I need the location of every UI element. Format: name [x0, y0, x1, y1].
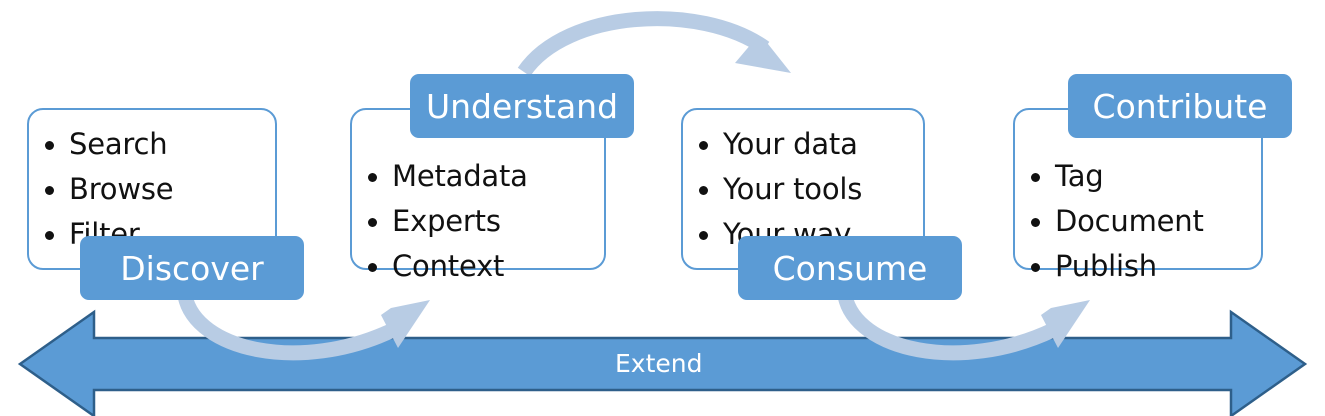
- bullet-icon: [45, 185, 54, 195]
- bullet-icon: [699, 140, 708, 150]
- understand-item-list: Metadata Experts Context: [366, 154, 528, 289]
- stage-tag-consume[interactable]: Consume: [738, 236, 962, 300]
- list-item: Your tools: [697, 167, 862, 212]
- list-item: Search: [43, 122, 173, 167]
- stage-tag-label: Contribute: [1092, 86, 1268, 126]
- bullet-icon: [368, 172, 377, 182]
- list-item-label: Browse: [69, 172, 174, 206]
- list-item-label: Metadata: [392, 159, 528, 193]
- list-item-label: Experts: [392, 204, 501, 238]
- list-item: Document: [1029, 199, 1204, 244]
- list-item-label: Document: [1055, 204, 1204, 238]
- extend-arrow-label: Extend: [615, 349, 703, 378]
- list-item-label: Your tools: [723, 172, 863, 206]
- bullet-icon: [1031, 217, 1040, 227]
- contribute-item-list: Tag Document Publish: [1029, 154, 1204, 289]
- list-item: Metadata: [366, 154, 528, 199]
- list-item: Browse: [43, 167, 174, 212]
- list-item: Experts: [366, 199, 528, 244]
- stage-tag-label: Understand: [425, 86, 619, 126]
- stage-tag-label: Discover: [120, 248, 264, 288]
- stage-tag-contribute[interactable]: Contribute: [1068, 74, 1292, 138]
- bullet-icon: [45, 140, 54, 150]
- bullet-icon: [1031, 172, 1040, 182]
- bullet-icon: [699, 230, 708, 240]
- list-item-label: Search: [69, 127, 168, 161]
- list-item: Publish: [1029, 244, 1204, 289]
- discover-item-list: Search Browse Filter: [43, 122, 174, 257]
- list-item: Context: [366, 244, 528, 289]
- bullet-icon: [1031, 262, 1040, 272]
- list-item-label: Your data: [723, 127, 858, 161]
- bullet-icon: [699, 185, 708, 195]
- list-item-label: Tag: [1055, 159, 1104, 193]
- bullet-icon: [368, 262, 377, 272]
- bullet-icon: [368, 217, 377, 227]
- list-item: Tag: [1029, 154, 1204, 199]
- stage-tag-understand[interactable]: Understand: [410, 74, 634, 138]
- list-item-label: Context: [392, 249, 505, 283]
- list-item: Your data: [697, 122, 862, 167]
- stage-tag-label: Consume: [772, 248, 928, 288]
- list-item-label: Publish: [1055, 249, 1157, 283]
- stage-tag-discover[interactable]: Discover: [80, 236, 304, 300]
- bullet-icon: [45, 230, 54, 240]
